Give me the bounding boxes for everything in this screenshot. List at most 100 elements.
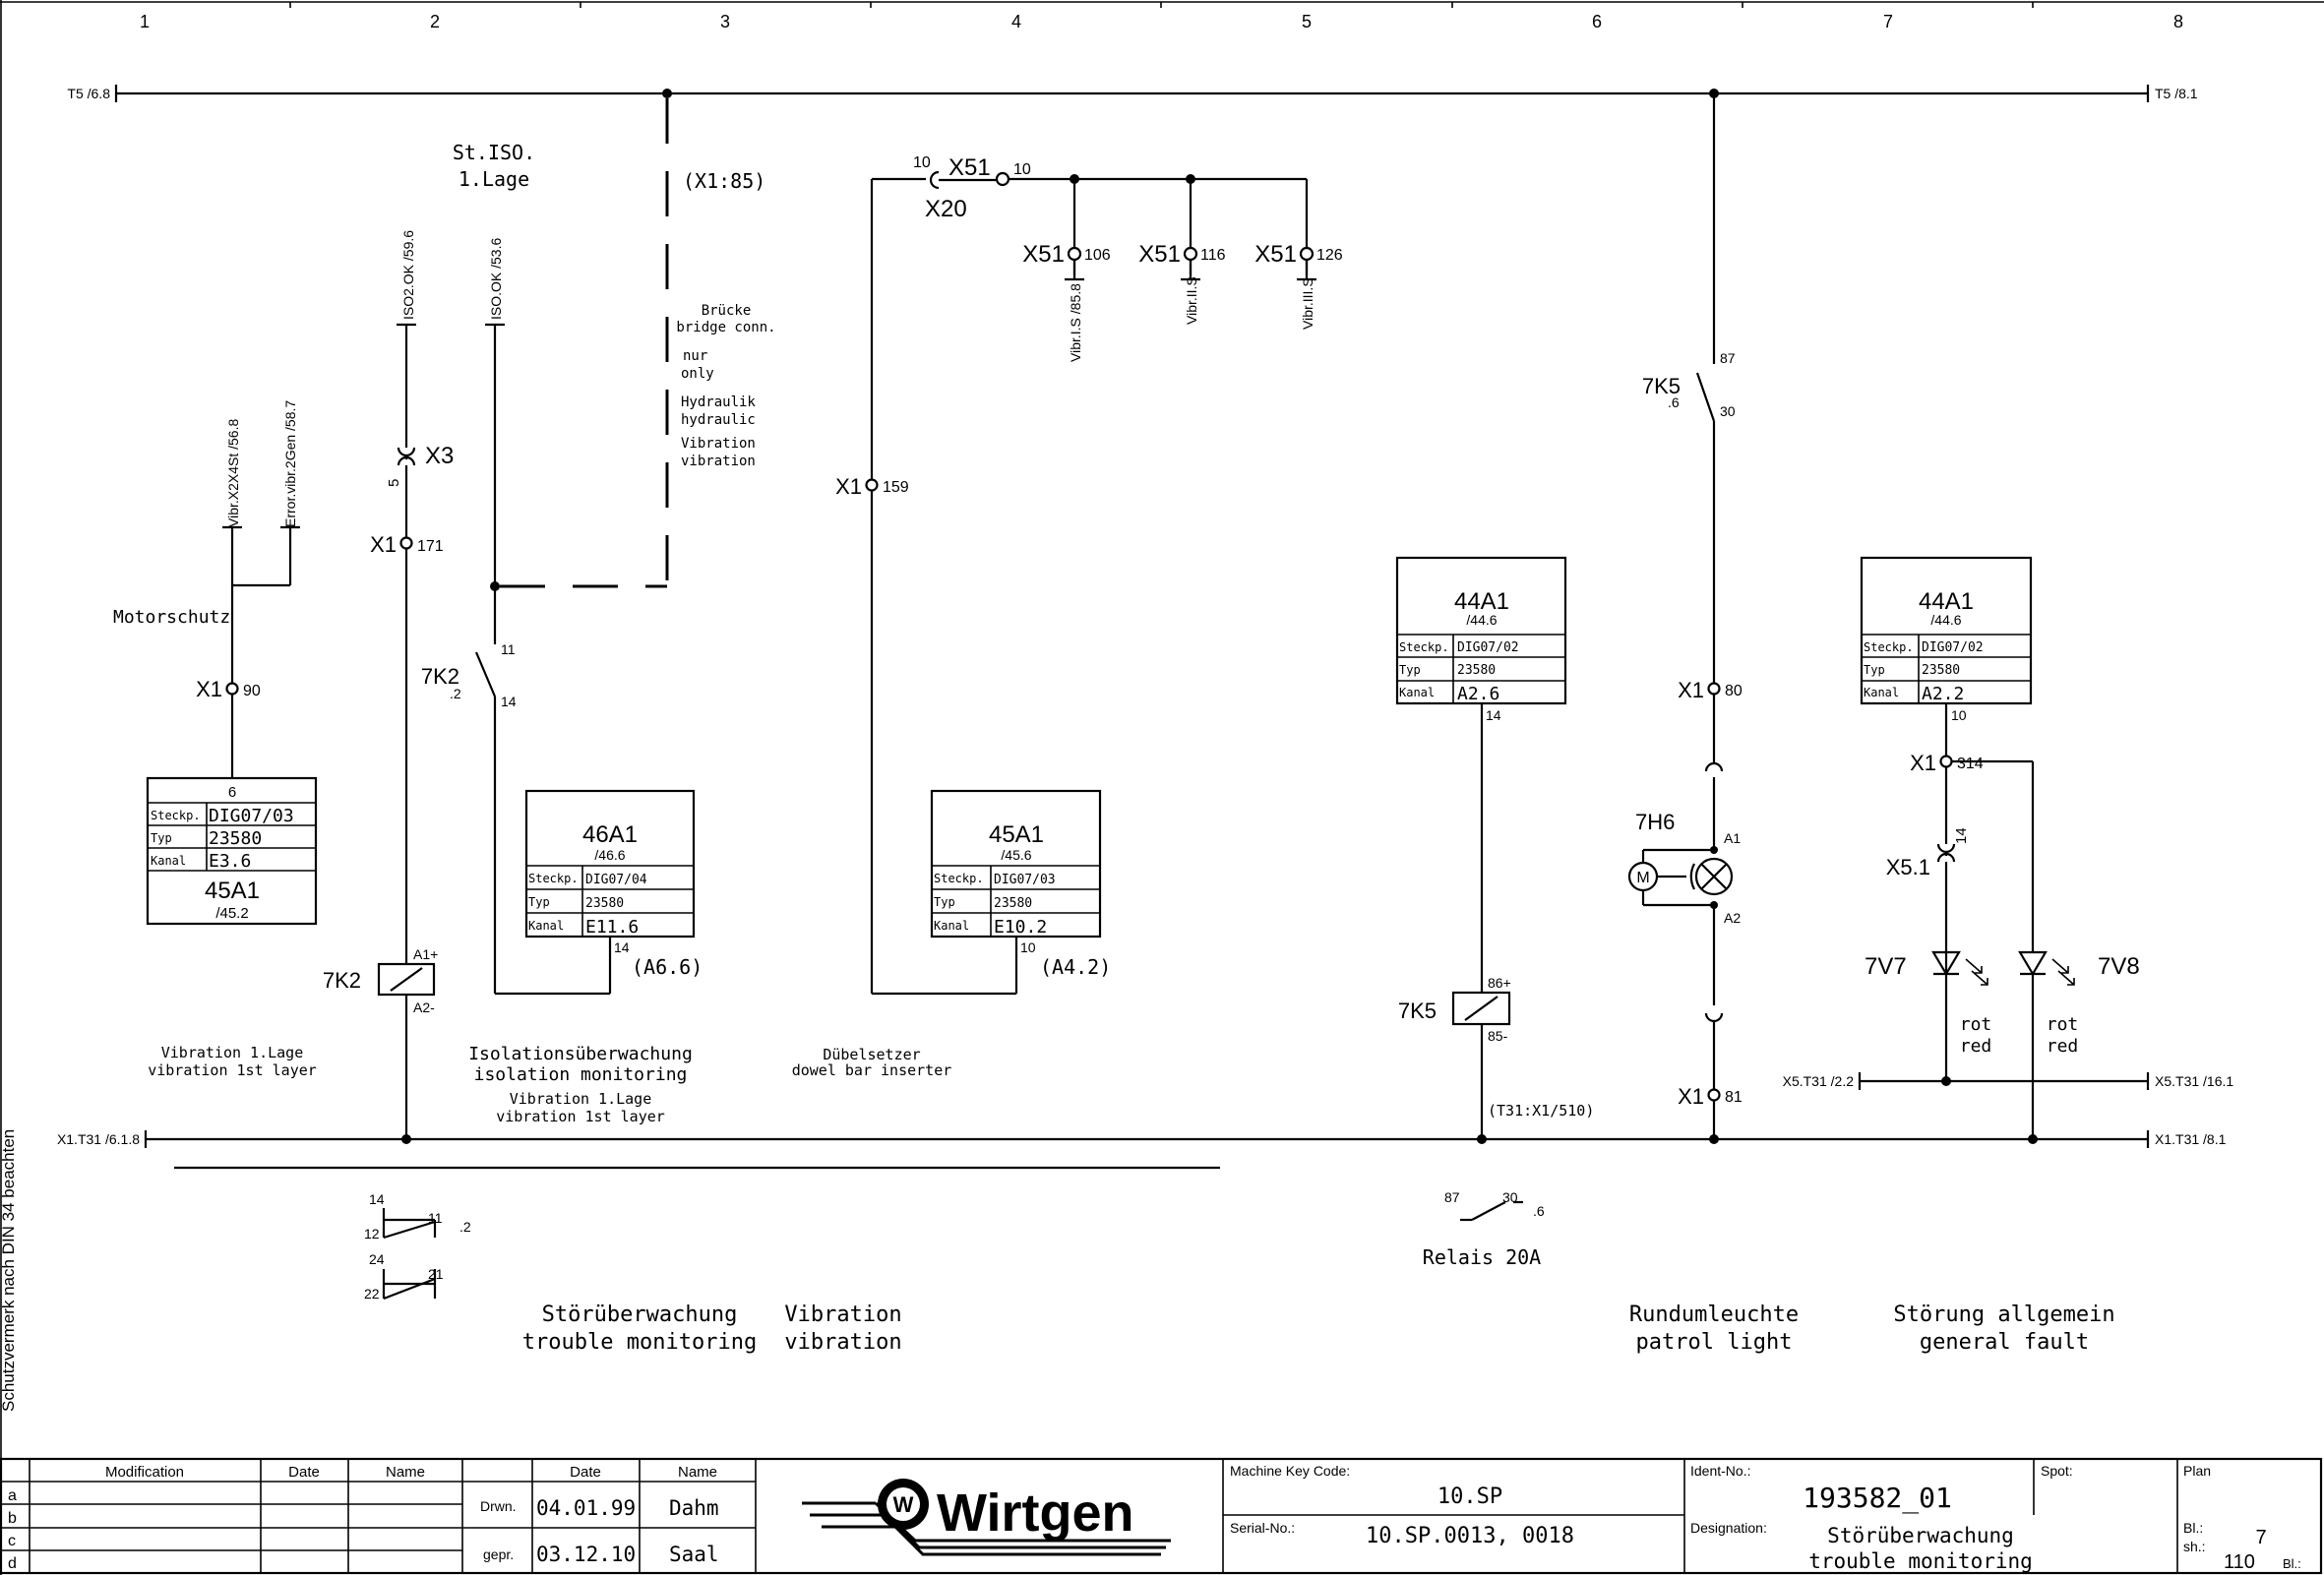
- terminal-pin: 80: [1725, 683, 1743, 699]
- card-field-value: 23580: [585, 896, 624, 911]
- caption: vibration: [784, 1330, 901, 1355]
- row-letter: b: [8, 1510, 17, 1527]
- card-field-value: DIG07/02: [1457, 640, 1519, 655]
- card-pin: 10: [1951, 707, 1967, 723]
- contact-pin: 11: [428, 1210, 443, 1226]
- terminal-pin: 314: [1957, 756, 1984, 772]
- card-field-value: DIG07/03: [209, 806, 294, 826]
- contact-pin: 87: [1444, 1189, 1460, 1205]
- contact-block-7k2: 14 11 12 .2 24 21 22: [364, 1191, 471, 1302]
- plug-label: X20: [925, 196, 967, 222]
- card-field-value: DIG07/02: [1922, 640, 1984, 655]
- card-field-label: Typ: [528, 895, 550, 909]
- coil-terminal: 86+: [1488, 975, 1511, 991]
- column-header: Date: [570, 1464, 601, 1481]
- circuit-general-fault: 44A1 /44.6 Steckp. DIG07/02 Typ 23580 Ka…: [1860, 556, 2140, 1139]
- caption: vibration 1st layer: [148, 1061, 317, 1079]
- card-address: (A4.2): [1040, 955, 1111, 979]
- column-number: 6: [1592, 12, 1602, 31]
- connector-pin: 10: [1013, 161, 1031, 178]
- field-label: Designation:: [1690, 1520, 1767, 1536]
- card-field-value: E10.2: [994, 917, 1047, 938]
- caption: Störung allgemein: [1893, 1302, 2114, 1327]
- card-field-label: Kanal: [528, 919, 564, 933]
- card-pin: 14: [614, 939, 630, 955]
- caption: dowel bar inserter: [792, 1061, 952, 1079]
- tap-x51-106: X51 106 Vibr.I.S /85.8: [1022, 241, 1111, 362]
- card-field-label: Kanal: [1399, 686, 1435, 699]
- ident-number: 193582_01: [1803, 1482, 1952, 1515]
- column-header: Name: [386, 1464, 425, 1481]
- column-ruler: 1 2 3 4 5 6 7 8: [0, 1, 2324, 31]
- circuit-7k5-relay: 44A1 /44.6 Steckp. DIG07/02 Typ 23580 Ka…: [1395, 556, 1594, 1269]
- reference-label: Error.vibr.2Gen /58.7: [282, 400, 298, 527]
- rail-label: X5.T31 /2.2: [1783, 1073, 1855, 1089]
- terminal-label: X1: [1678, 678, 1704, 702]
- column-number: 3: [720, 12, 730, 31]
- row-letter: a: [8, 1487, 17, 1504]
- card-field-label: Steckp.: [1399, 640, 1449, 654]
- machine-key: 10.SP: [1437, 1484, 1502, 1509]
- logo-text: Wirtgen: [937, 1484, 1134, 1543]
- io-card-45a1-e36: 6 Steckp. DIG07/03 Typ 23580 Kanal E3.6 …: [146, 776, 318, 926]
- tap-ref: Vibr.II.S: [1184, 276, 1199, 325]
- column-header: Date: [288, 1464, 320, 1481]
- row-letter: c: [8, 1533, 16, 1549]
- field-label: Machine Key Code:: [1230, 1463, 1350, 1479]
- column-number: 7: [1883, 12, 1893, 31]
- terminal-pin: 90: [243, 683, 261, 699]
- card-field-label: Kanal: [151, 854, 186, 868]
- card-field-value: 23580: [1922, 663, 1960, 678]
- coil-label: 7K5: [1398, 999, 1437, 1023]
- drawn-name: Dahm: [669, 1496, 719, 1520]
- column-header: Name: [678, 1464, 717, 1481]
- card-field-value: DIG07/04: [585, 873, 647, 887]
- bridge-note: nur: [683, 348, 707, 364]
- tap-pin: 116: [1200, 247, 1226, 264]
- tap-ref: Vibr.III.S: [1300, 277, 1315, 330]
- card-field-value: E11.6: [585, 917, 639, 938]
- column-number: 4: [1011, 12, 1021, 31]
- tap-pin: 126: [1316, 247, 1343, 264]
- terminal-label: X1: [1678, 1084, 1704, 1109]
- plug-pin: 5: [386, 479, 402, 487]
- bridge-note: vibration: [681, 454, 756, 469]
- contact-pin: 14: [369, 1191, 385, 1207]
- tap-ref: Vibr.I.S /85.8: [1068, 283, 1083, 362]
- led-label: 7V7: [1865, 953, 1907, 980]
- io-card-45a1-e102: 45A1 /45.6 Steckp. DIG07/03 Typ 23580 Ka…: [930, 789, 1111, 979]
- column-number: 8: [2173, 12, 2183, 31]
- card-field-label: Kanal: [1864, 686, 1899, 699]
- designation: Störüberwachung: [1827, 1524, 2014, 1547]
- contact-pin: 12: [364, 1226, 380, 1242]
- card-address: (A6.6): [632, 955, 703, 979]
- motor-symbol: M: [1636, 870, 1649, 886]
- relay-ref: .2: [450, 686, 461, 701]
- checked-name: Saal: [669, 1543, 719, 1566]
- rail-label: X5.T31 /16.1: [2155, 1073, 2233, 1089]
- connector-label: X51: [948, 154, 991, 181]
- terminal-label: X1: [196, 677, 222, 701]
- relay-contact-7k5-symbol: 87 30 .6: [1444, 1189, 1545, 1222]
- card-ref: /45.6: [1001, 847, 1031, 863]
- relay-label: 7K5: [1642, 374, 1681, 398]
- contact-pin: 21: [428, 1266, 444, 1282]
- terminal-pin: 159: [883, 479, 909, 496]
- card-field-label: Steckp.: [528, 872, 579, 885]
- drawn-date: 04.01.99: [536, 1496, 636, 1520]
- rail-x1t31: X1.T31 /6.1.8 X1.T31 /8.1: [57, 1130, 2227, 1148]
- card-id: 45A1: [205, 878, 260, 904]
- led-color: red: [2047, 1036, 2079, 1057]
- card-field-label: Typ: [151, 831, 172, 845]
- st-iso-label: St.ISO.: [453, 141, 535, 164]
- field-label: Serial-No.:: [1230, 1520, 1295, 1536]
- tap-x51-116: X51 116 Vibr.II.S: [1138, 241, 1225, 325]
- checked-date: 03.12.10: [536, 1543, 636, 1566]
- contact-pin: 24: [369, 1251, 385, 1267]
- circuit-dowel-bar-inserter: X51 10 10 X20 X1 159 X51 106 Vibr.I.S /8…: [792, 154, 1343, 1079]
- led-7v8: 7V8 rot red: [2018, 950, 2140, 1057]
- checked-label: gepr.: [483, 1546, 514, 1562]
- led-label: 7V8: [2098, 953, 2140, 980]
- card-pin: 10: [1020, 939, 1036, 955]
- circuit-patrol-light: 7K5 .6 87 30 X1 80 M 7H6 A1 A2: [1627, 93, 1743, 1139]
